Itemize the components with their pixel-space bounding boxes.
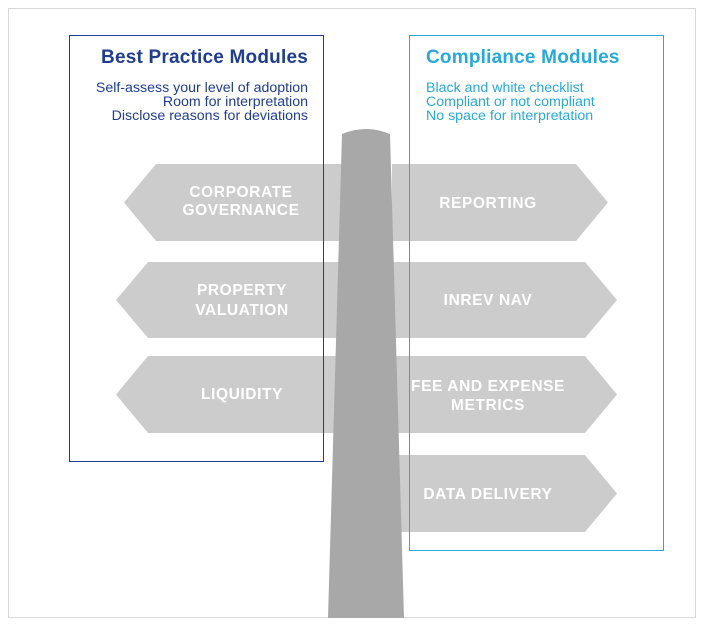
sign-board-data-delivery [398,455,617,532]
sign-label-governance: GOVERNANCE [182,202,299,219]
sign-label-reporting: REPORTING [439,195,537,212]
sign-board-liquidity [116,356,368,433]
best-practice-line: Disclose reasons for deviations [111,108,308,124]
compliance-description: Black and white checklist Compliant or n… [426,81,595,123]
sign-board-corporate-governance [124,164,368,241]
compliance-line: Black and white checklist [426,80,584,96]
sign-label-inrev-nav: INREV NAV [444,292,533,309]
sign-label-liquidity: LIQUIDITY [201,386,283,403]
sign-label-property: PROPERTY [197,282,287,299]
best-practice-line: Self-assess your level of adoption [95,80,308,96]
sign-board-property-valuation [116,262,368,338]
sign-board-reporting [392,164,608,241]
compliance-line: Compliant or not compliant [426,94,595,110]
sign-label-fee-and-expense: FEE AND EXPENSE [411,378,565,395]
sign-label-valuation: VALUATION [195,302,289,319]
compliance-line: No space for interpretation [426,108,594,124]
best-practice-line: Room for interpretation [162,94,308,110]
compliance-title: Compliance Modules [426,47,620,68]
sign-label-corporate: CORPORATE [189,184,292,201]
signpost-pole [328,129,404,618]
sign-board-inrev-nav [392,262,617,338]
compliance-modules-box: Compliance Modules Black and white check… [409,35,664,551]
sign-label-data-delivery: DATA DELIVERY [423,486,552,503]
sign-label-metrics: METRICS [451,397,525,414]
best-practice-title: Best Practice Modules [101,47,308,68]
best-practice-modules-box: Best Practice Modules Self-assess your l… [69,35,324,462]
best-practice-description: Self-assess your level of adoption Room … [96,81,308,123]
sign-board-fee-and-expense-metrics [392,356,617,433]
